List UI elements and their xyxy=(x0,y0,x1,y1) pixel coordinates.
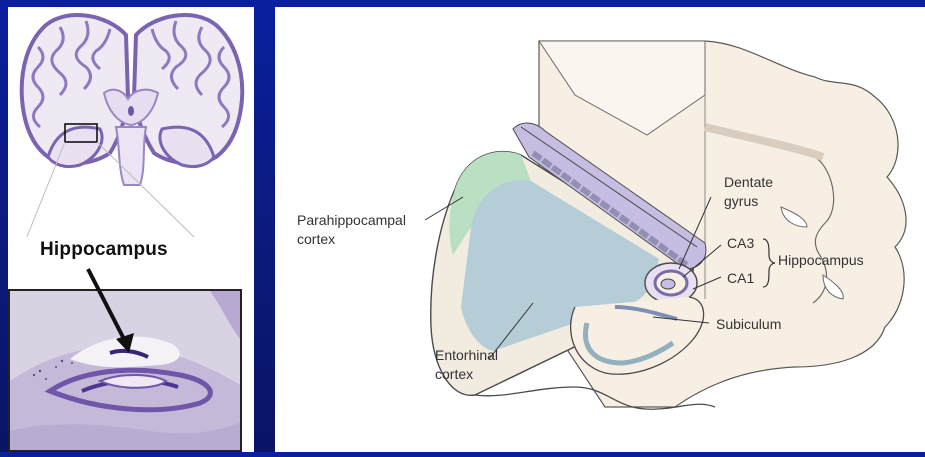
left-panel: Hippocampus xyxy=(8,7,254,452)
dentate-label-2: gyrus xyxy=(724,193,758,210)
entorhinal-label-1: Entorhinal xyxy=(435,347,498,364)
ca3-label: CA3 xyxy=(727,235,754,252)
pointer-arrow xyxy=(8,7,254,452)
hippocampus-label-right: Hippocampus xyxy=(778,252,864,269)
entorhinal-label-2: cortex xyxy=(435,366,473,383)
dentate-label-1: Dentate xyxy=(724,174,773,191)
hippocampus-schematic xyxy=(275,7,925,452)
parahippocampal-label-2: cortex xyxy=(297,231,335,248)
parahippocampal-label-1: Parahippocampal xyxy=(297,212,406,229)
ca1-label: CA1 xyxy=(727,270,754,287)
subiculum-label: Subiculum xyxy=(716,316,781,333)
diagram-panel: Parahippocampal cortex Dentate gyrus CA3… xyxy=(275,7,925,452)
